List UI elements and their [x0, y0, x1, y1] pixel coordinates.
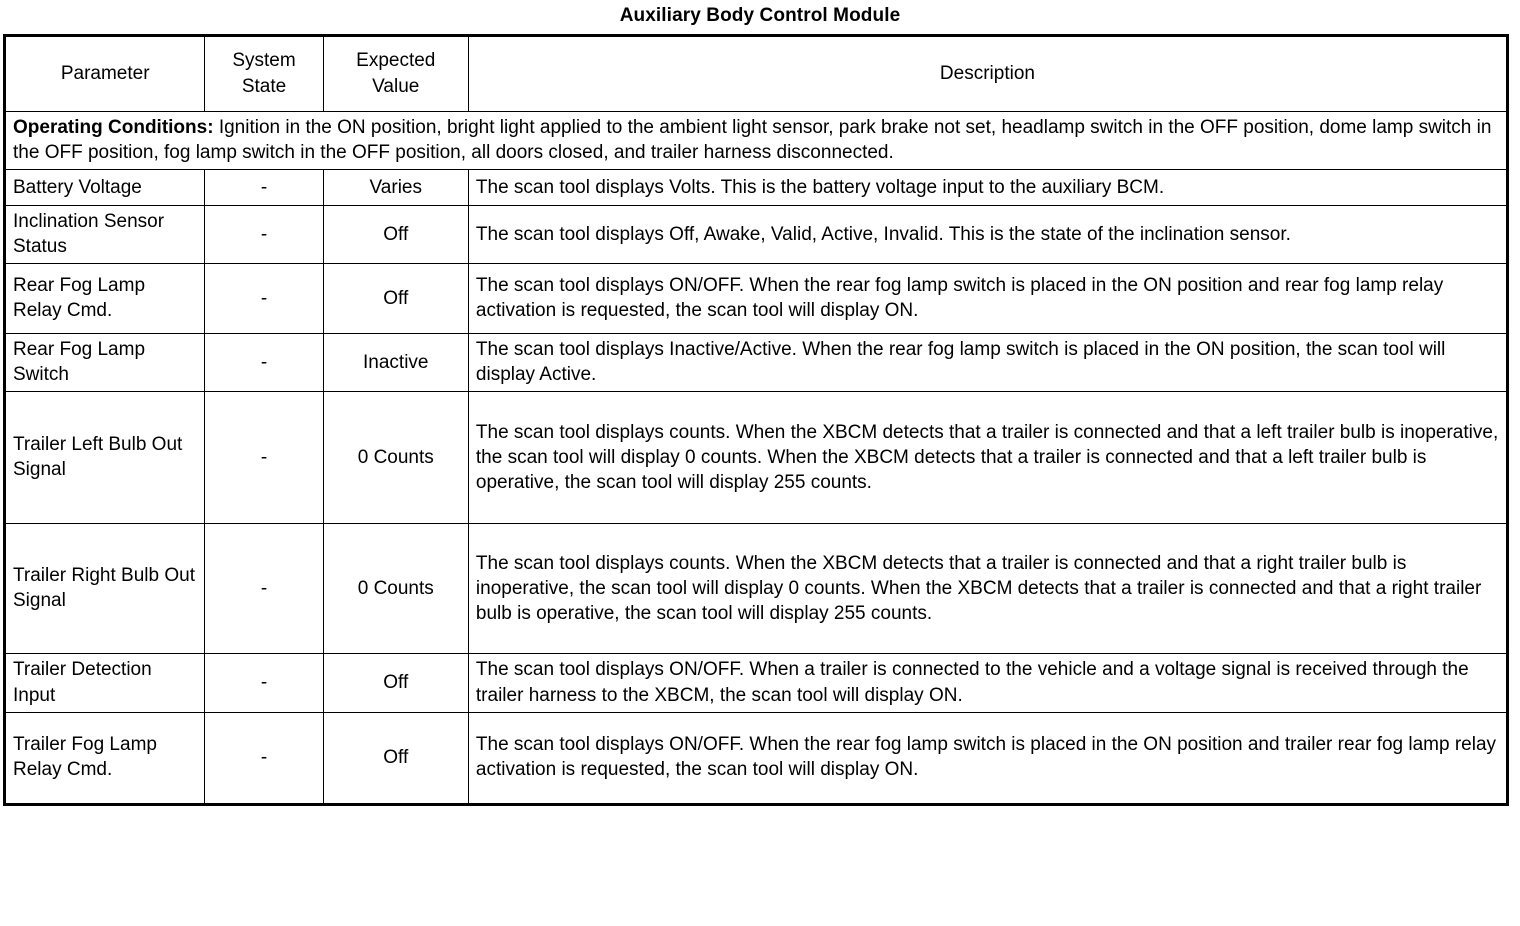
cell-system-state: -: [204, 333, 324, 393]
table-row: Rear Fog Lamp Relay Cmd. - Off The scan …: [3, 263, 1509, 335]
table-row: Trailer Left Bulb Out Signal - 0 Counts …: [3, 391, 1509, 525]
page-title: Auxiliary Body Control Module: [619, 5, 901, 26]
operating-conditions-row: Operating Conditions: Ignition in the ON…: [4, 110, 1508, 171]
table-header-row: Parameter System State Expected Value De…: [3, 35, 1509, 112]
cell-expected-value: Varies: [322, 169, 469, 207]
column-header-description: Description: [467, 35, 1509, 112]
column-header-expected-value-line1: Expected: [356, 50, 436, 72]
cell-parameter: Rear Fog Lamp Switch: [3, 333, 206, 393]
cell-expected-value: Off: [322, 711, 469, 805]
cell-system-state: -: [204, 523, 324, 655]
cell-system-state: -: [204, 169, 324, 207]
cell-description: The scan tool displays Off, Awake, Valid…: [467, 205, 1509, 265]
cell-description: The scan tool displays counts. When the …: [467, 391, 1509, 525]
table-row: Trailer Fog Lamp Relay Cmd. - Off The sc…: [3, 711, 1509, 805]
cell-parameter: Rear Fog Lamp Relay Cmd.: [3, 263, 206, 335]
cell-parameter: Trailer Fog Lamp Relay Cmd.: [3, 711, 206, 805]
cell-parameter: Battery Voltage: [3, 169, 206, 207]
column-header-parameter: Parameter: [3, 35, 206, 112]
parameter-table: Parameter System State Expected Value De…: [3, 34, 1509, 806]
cell-expected-value: 0 Counts: [322, 523, 469, 655]
cell-expected-value: Inactive: [322, 333, 469, 393]
cell-parameter: Trailer Left Bulb Out Signal: [3, 391, 206, 525]
table-body: Operating Conditions: Ignition in the ON…: [3, 110, 1509, 805]
cell-description: The scan tool displays ON/OFF. When a tr…: [467, 653, 1509, 713]
cell-system-state: -: [204, 653, 324, 713]
operating-conditions-text: Ignition in the ON position, bright ligh…: [13, 117, 1492, 164]
operating-conditions-cell: Operating Conditions: Ignition in the ON…: [4, 110, 1508, 171]
cell-system-state: -: [204, 391, 324, 525]
cell-parameter: Trailer Right Bulb Out Signal: [3, 523, 206, 655]
column-header-expected-value-line2: Value: [372, 75, 420, 97]
cell-expected-value: Off: [322, 263, 469, 335]
table-row: Battery Voltage - Varies The scan tool d…: [3, 169, 1509, 207]
cell-system-state: -: [204, 263, 324, 335]
table-row: Trailer Detection Input - Off The scan t…: [3, 653, 1509, 713]
cell-description: The scan tool displays Inactive/Active. …: [467, 333, 1509, 393]
table-row: Inclination Sensor Status - Off The scan…: [3, 205, 1509, 265]
cell-description: The scan tool displays Volts. This is th…: [467, 169, 1509, 207]
cell-expected-value: Off: [322, 653, 469, 713]
cell-system-state: -: [204, 711, 324, 805]
cell-description: The scan tool displays ON/OFF. When the …: [467, 263, 1509, 335]
table-row: Trailer Right Bulb Out Signal - 0 Counts…: [3, 523, 1509, 655]
cell-description: The scan tool displays counts. When the …: [467, 523, 1509, 655]
column-header-expected-value: Expected Value: [322, 35, 469, 112]
cell-description: The scan tool displays ON/OFF. When the …: [467, 711, 1509, 805]
cell-system-state: -: [204, 205, 324, 265]
cell-parameter: Inclination Sensor Status: [3, 205, 206, 265]
table-row: Rear Fog Lamp Switch - Inactive The scan…: [3, 333, 1509, 393]
column-header-system-state-line1: System: [232, 50, 296, 72]
column-header-system-state-line2: State: [241, 75, 287, 97]
column-header-system-state: System State: [204, 35, 324, 112]
table-header: Parameter System State Expected Value De…: [3, 35, 1509, 112]
cell-expected-value: 0 Counts: [322, 391, 469, 525]
cell-expected-value: Off: [322, 205, 469, 265]
operating-conditions-label: Operating Conditions:: [13, 117, 214, 138]
cell-parameter: Trailer Detection Input: [3, 653, 206, 713]
